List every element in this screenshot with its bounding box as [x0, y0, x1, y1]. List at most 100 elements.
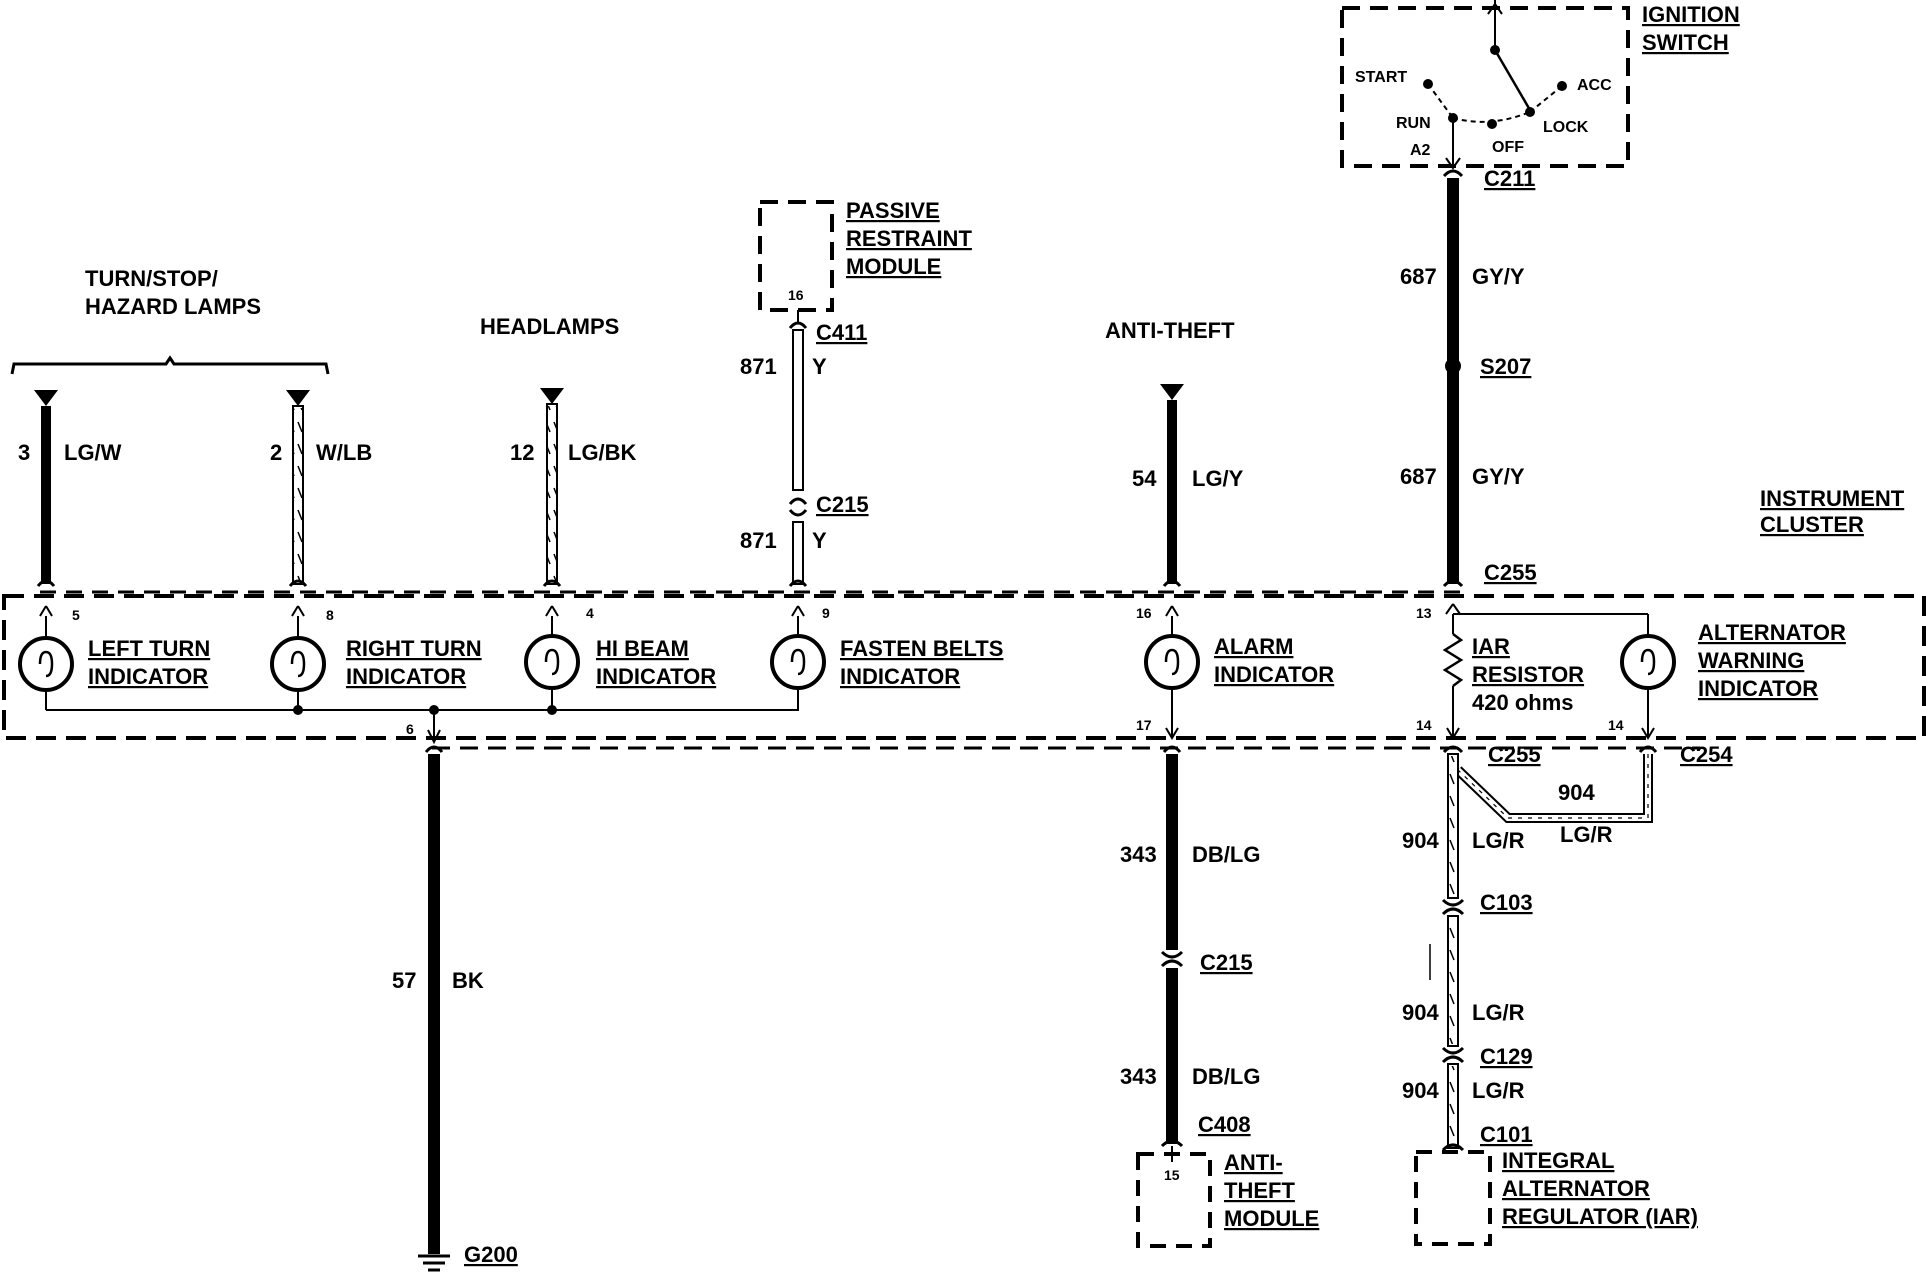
- alarm-label-2: INDICATOR: [1214, 662, 1334, 687]
- wire-871a-num: 871: [740, 354, 777, 379]
- wire-54: [1160, 384, 1184, 617]
- fasten-belts-indicator: [770, 616, 826, 710]
- hi-beam-indicator: [524, 616, 580, 710]
- alarm-indicator: [1144, 616, 1200, 740]
- wire-3-color: LG/W: [64, 440, 122, 465]
- iar-title-1: INTEGRAL: [1502, 1148, 1614, 1173]
- iar-resistor-label-3: 420 ohms: [1472, 690, 1574, 715]
- wire-54-color: LG/Y: [1192, 466, 1244, 491]
- ign-acc-label: ACC: [1577, 77, 1612, 94]
- pin-alarm-16: 16: [1136, 605, 1152, 621]
- pin-right-8: 8: [326, 607, 334, 623]
- turn-stop-bracket: [10, 355, 330, 375]
- pin-atm-15: 15: [1164, 1167, 1180, 1183]
- prm-title-2: RESTRAINT: [846, 226, 972, 251]
- wire-687a-color: GY/Y: [1472, 264, 1525, 289]
- alarm-label-1: ALARM: [1214, 634, 1293, 659]
- wire-3-num: 3: [18, 440, 30, 465]
- pin-gnd-6: 6: [406, 721, 414, 737]
- wire-904c-num: 904: [1402, 1000, 1439, 1025]
- wire-904b-color: LG/R: [1472, 828, 1525, 853]
- wire-57-color: BK: [452, 968, 484, 993]
- hi-beam-label-2: INDICATOR: [596, 664, 716, 689]
- pin-hibeam-4: 4: [586, 605, 594, 621]
- wire-904c-color: LG/R: [1472, 1000, 1525, 1025]
- conn-c101: C101: [1480, 1122, 1533, 1147]
- anti-theft-module-box: [1136, 1152, 1212, 1248]
- conn-c103: C103: [1480, 890, 1533, 915]
- wire-904a-color: LG/R: [1560, 822, 1613, 847]
- conn-c255-bot: C255: [1488, 742, 1541, 767]
- anti-theft-title: ANTI-THEFT: [1105, 318, 1235, 343]
- wire-12-num: 12: [510, 440, 534, 465]
- prm-title-3: MODULE: [846, 254, 941, 279]
- wire-871b-num: 871: [740, 528, 777, 553]
- ign-start-label: START: [1355, 69, 1407, 86]
- wire-343b-num: 343: [1120, 1064, 1157, 1089]
- iar-title-3: REGULATOR (IAR): [1502, 1204, 1698, 1229]
- iar-resistor-label-2: RESISTOR: [1472, 662, 1584, 687]
- ign-a2-label: A2: [1410, 142, 1431, 159]
- pin-alarm-17: 17: [1136, 717, 1152, 733]
- wire-12: [540, 388, 564, 617]
- conn-c254: C254: [1680, 742, 1733, 767]
- instrument-cluster-title-1: INSTRUMENT: [1760, 486, 1905, 511]
- conn-c211: C211: [1484, 166, 1535, 191]
- pin-left-5: 5: [72, 607, 80, 623]
- atm-title-1: ANTI-: [1224, 1150, 1283, 1175]
- headlamps-title: HEADLAMPS: [480, 314, 619, 339]
- iar-resistor-label-1: IAR: [1472, 634, 1510, 659]
- wire-871: [788, 310, 808, 617]
- left-turn-indicator: [18, 616, 74, 710]
- wire-687b-color: GY/Y: [1472, 464, 1525, 489]
- ground-g200: G200: [464, 1242, 518, 1267]
- splice-s207: S207: [1480, 354, 1531, 379]
- instrument-cluster-title-2: CLUSTER: [1760, 512, 1864, 537]
- wire-343a-color: DB/LG: [1192, 842, 1260, 867]
- wire-343: [1160, 745, 1184, 1162]
- left-turn-label-2: INDICATOR: [88, 664, 208, 689]
- prm-title-1: PASSIVE: [846, 198, 940, 223]
- conn-c215-a: C215: [816, 492, 869, 517]
- conn-c408: C408: [1198, 1112, 1251, 1137]
- left-turn-label-1: LEFT TURN: [88, 636, 210, 661]
- ign-lock-label: LOCK: [1543, 119, 1589, 136]
- pin-prm-16: 16: [788, 287, 804, 303]
- wire-54-num: 54: [1132, 466, 1157, 491]
- wire-12-color: LG/BK: [568, 440, 637, 465]
- atm-title-2: THEFT: [1224, 1178, 1295, 1203]
- wire-343b-color: DB/LG: [1192, 1064, 1260, 1089]
- turn-stop-title-1: TURN/STOP/: [85, 266, 218, 291]
- conn-c129: C129: [1480, 1044, 1533, 1069]
- ignition-switch: START RUN A2 OFF LOCK ACC: [1340, 0, 1630, 170]
- wire-904a-num: 904: [1558, 780, 1595, 805]
- atm-title-3: MODULE: [1224, 1206, 1319, 1231]
- wire-2-num: 2: [270, 440, 282, 465]
- hi-beam-label-1: HI BEAM: [596, 636, 689, 661]
- alternator-label-3: INDICATOR: [1698, 676, 1818, 701]
- right-turn-label-1: RIGHT TURN: [346, 636, 482, 661]
- conn-c255-top: C255: [1484, 560, 1537, 585]
- alternator-label-1: ALTERNATOR: [1698, 620, 1846, 645]
- wire-343a-num: 343: [1120, 842, 1157, 867]
- wire-904d-num: 904: [1402, 1078, 1439, 1103]
- pin-iar-13: 13: [1416, 605, 1432, 621]
- fasten-belts-label-2: INDICATOR: [840, 664, 960, 689]
- wire-687b-num: 687: [1400, 464, 1437, 489]
- conn-c411: C411: [816, 320, 867, 345]
- wire-687a-num: 687: [1400, 264, 1437, 289]
- indicator-ground-bus: [46, 688, 799, 711]
- wire-2-color: W/LB: [316, 440, 372, 465]
- pin-iar-14: 14: [1416, 717, 1432, 733]
- wire-904d-color: LG/R: [1472, 1078, 1525, 1103]
- wire-687: [1442, 169, 1464, 615]
- right-turn-indicator: [270, 616, 326, 710]
- passive-restraint-module-box: [758, 200, 834, 312]
- wire-3: [34, 390, 58, 617]
- wire-904: [1429, 745, 1658, 1152]
- iar-resistor: [1442, 614, 1464, 740]
- wire-871a-color: Y: [812, 354, 827, 379]
- ignition-switch-title-1: IGNITION: [1642, 2, 1740, 27]
- wire-2: [286, 390, 310, 617]
